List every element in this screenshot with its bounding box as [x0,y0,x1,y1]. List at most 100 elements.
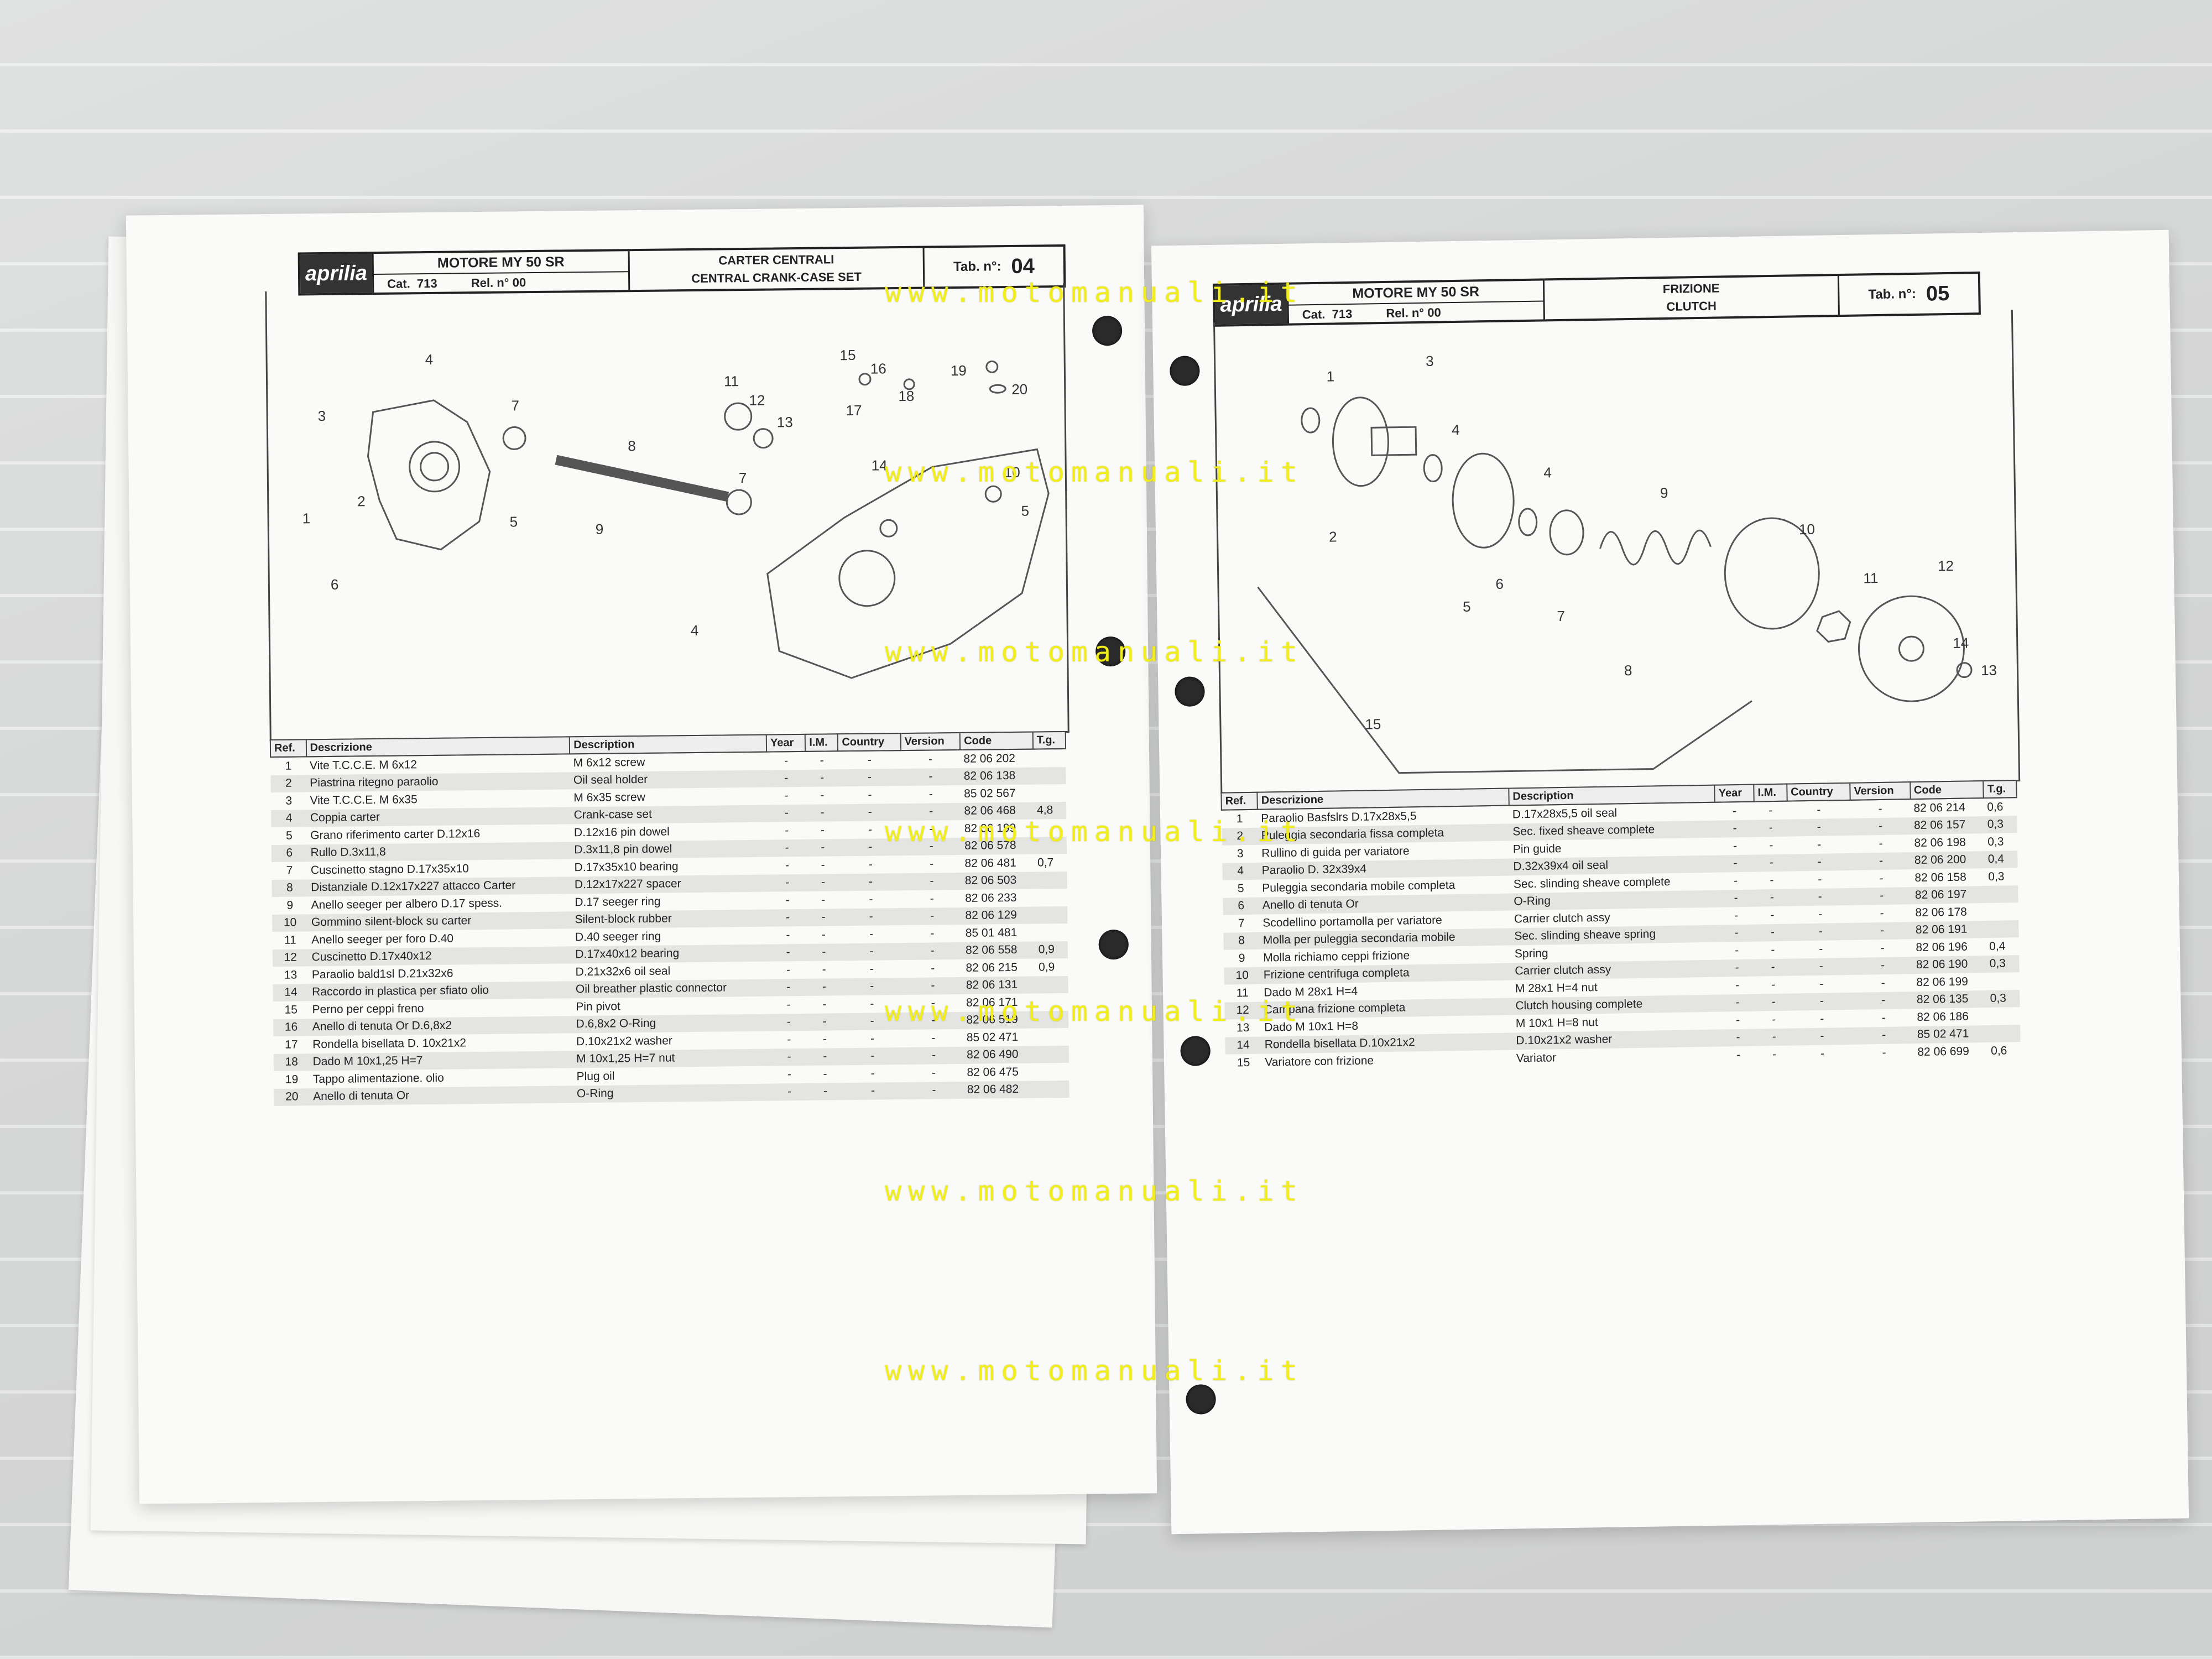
cell-year: - [1715,820,1755,838]
diagram-label: 2 [1329,528,1337,545]
cell-version: - [930,857,934,870]
cell-year: - [769,1013,808,1031]
cell-tg [1985,920,2019,938]
diagram-label: 4 [691,622,699,639]
cell-en: Pin pivot [576,1000,620,1014]
cell-im: - [821,893,826,906]
cell-country: - [1819,942,1823,956]
cell-en: M 6x35 screw [573,790,645,805]
cell-tg [1035,924,1067,941]
cell-tg [1986,972,2020,990]
diagram-label: 10 [1004,464,1020,481]
cell-im: - [823,1067,827,1081]
cell-country: - [1790,992,1854,1011]
cell-country: - [839,907,902,926]
cell-im: - [806,804,839,822]
tab-number: Tab. n°: 05 [1837,274,1979,315]
diagram-label: 5 [510,513,518,530]
cell-version: - [1881,976,1885,989]
diagram-label: 12 [1938,557,1954,574]
pin-pivot [858,373,872,386]
cell-country: - [1817,803,1821,816]
cell-year: - [1716,889,1756,907]
cell-version: - [902,907,962,926]
diagram-label: 15 [1365,716,1381,732]
cell-ref: 6 [1223,897,1260,915]
cell-country: - [841,1047,904,1066]
cell-year: - [767,804,806,822]
cell-en: Plug oil [576,1070,615,1083]
bearing-7 [502,426,526,450]
cell-version: - [904,1081,964,1100]
right-sheet: aprilia MOTORE MY 50 SR Cat. 713 Rel. n°… [1151,229,2189,1535]
cell-it: Raccordo in plastica per sfiato olio [309,980,573,1001]
diagram-label: 1 [1326,368,1334,384]
cell-code: 85 02 471 [1913,1025,1987,1044]
bearing-housing-right [838,550,896,607]
cell-country: - [870,1067,875,1080]
bearing-7b [726,489,752,515]
cell-ref: 17 [285,1038,298,1051]
spring-carrier [1549,509,1584,556]
cell-code: 82 06 503 [961,872,1035,890]
cell-im: - [1772,1013,1776,1026]
cell-im: - [806,838,839,857]
cell-year: - [768,874,807,892]
watermark: www.motomanuali.it [885,1355,1304,1387]
cell-country: - [1790,1027,1854,1046]
cell-year: - [785,893,790,907]
cell-tg [1036,1063,1069,1081]
cell-im: - [1755,889,1789,907]
cell-en: Crank-case set [570,805,768,825]
cell-ref: 16 [273,1018,310,1036]
cell-tg: 0,4 [1989,940,2006,953]
diagram-label: 5 [1463,598,1471,615]
cell-version: - [1852,921,1913,940]
cell-ref: 4 [271,809,307,828]
cell-tg: 0,6 [1990,1044,2007,1057]
diagram-label: 20 [1011,381,1027,398]
cell-it: Piastrina ritegno paraolio [306,771,571,792]
cell-country: - [869,927,874,941]
diagram-label: 13 [1981,662,1997,679]
cell-year: - [767,839,807,857]
cell-en: D.12x17x227 spacer [571,874,768,894]
cell-tg [1036,1045,1069,1063]
cell-country: - [1818,907,1823,921]
cell-tg [1036,1080,1070,1098]
cell-code: 82 06 157 [1910,816,1984,835]
cell-year: - [1715,854,1755,873]
cell-code: 82 06 558 [962,941,1035,959]
brand-logo: aprilia [300,254,373,294]
cell-year: - [786,998,791,1011]
cell-ref: 13 [284,968,298,982]
cell-version: - [1850,817,1911,836]
cell-code: 82 06 129 [962,906,1035,925]
cell-country: - [1818,873,1822,886]
cell-ref: 15 [1237,1056,1250,1070]
diagram-label: 6 [1495,576,1504,592]
cell-en: Variator [1516,1051,1557,1065]
cell-ref: 14 [1225,1036,1262,1055]
cell-tg [1034,906,1068,924]
cell-im: - [808,1013,841,1031]
cell-ref: 6 [271,844,307,863]
cell-en: Oil seal holder [570,770,767,790]
oil-connector [879,519,898,538]
washer-17 [903,378,915,390]
diagram-label: 11 [724,373,739,389]
cell-it: Tappo alimentazione. olio [312,1071,444,1086]
cell-country: - [1820,1012,1824,1025]
clutch-drawing: 1 2 3 4 4 5 6 7 8 9 10 11 12 14 13 15 [1257,353,1997,774]
cell-ref: 5 [285,829,293,842]
cell-tg [1034,784,1066,802]
cell-im: - [1756,958,1790,977]
cell-en: D.40 seeger ring [575,930,661,944]
diagram-label: 4 [425,351,433,368]
cell-version: - [1878,802,1882,815]
left-sheet: aprilia MOTORE MY 50 SR Cat. 713 Rel. n°… [126,205,1157,1504]
cell-it: Distanziale D.12x17x227 attacco Carter [307,876,572,897]
diagram-label: 12 [749,392,765,409]
cell-it: Anello seeger per foro D.40 [311,932,454,947]
cell-country: - [1787,818,1851,837]
